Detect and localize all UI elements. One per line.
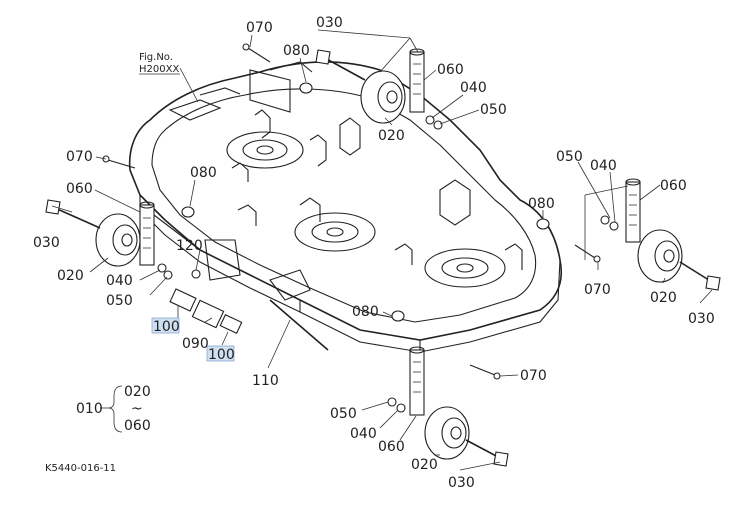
- callout-060-left: 060: [66, 181, 93, 197]
- callout-040-left: 040: [106, 273, 133, 289]
- bushing-100-a: [169, 288, 197, 312]
- bushing-right: [536, 218, 550, 230]
- mower-deck-housing: [128, 61, 562, 353]
- bushing-left: [181, 206, 195, 218]
- callout-020-right: 020: [650, 290, 677, 306]
- assembly-range-tilde: ~: [131, 401, 143, 417]
- callout-100-a: 100: [153, 319, 180, 335]
- nut-120: [191, 269, 201, 279]
- washer-bottom: [396, 403, 406, 413]
- wheel-bottom: [424, 406, 470, 460]
- callout-040-right: 040: [590, 158, 617, 174]
- callout-060-top: 060: [437, 62, 464, 78]
- drawing-code: K5440-016-11: [45, 463, 116, 474]
- callout-090: 090: [182, 336, 209, 352]
- wheel-top: [360, 70, 406, 124]
- callout-050-left: 050: [106, 293, 133, 309]
- callout-030-bot: 030: [448, 475, 475, 491]
- callout-070-left: 070: [66, 149, 93, 165]
- callout-060-right: 060: [660, 178, 687, 194]
- callout-030-top: 030: [316, 15, 343, 31]
- callout-050-bot: 050: [330, 406, 357, 422]
- leader-lines: [51, 29, 713, 471]
- callout-060-bot: 060: [378, 439, 405, 455]
- callout-030-left: 030: [33, 235, 60, 251]
- fig-no-label: Fig.No.: [139, 52, 173, 63]
- pivot-bolt-110: [269, 299, 329, 351]
- small-bolt-top-head: [242, 43, 250, 51]
- tube-left: [139, 201, 155, 266]
- nut-bottom: [387, 397, 397, 407]
- small-bolt-right-head: [593, 255, 601, 263]
- assembly-bracket: [100, 385, 123, 433]
- washer-right: [609, 221, 619, 231]
- washer-top: [433, 120, 443, 130]
- callout-080-top: 080: [283, 43, 310, 59]
- tube-top: [409, 48, 425, 113]
- bushing-top: [299, 82, 313, 94]
- bolt-left: [45, 199, 101, 229]
- callout-020-left: 020: [57, 268, 84, 284]
- highlight-100-a: [151, 317, 180, 334]
- callout-080-left: 080: [190, 165, 217, 181]
- callout-080-right: 080: [528, 196, 555, 212]
- fig-no-value: H200XX: [139, 64, 179, 75]
- callout-050-top: 050: [480, 102, 507, 118]
- assembly-label: 010: [76, 401, 103, 417]
- callout-070-bot: 070: [520, 368, 547, 384]
- callout-120: 120: [176, 238, 203, 254]
- small-bolt-bottom-head: [493, 372, 501, 380]
- assembly-range-start: 020: [124, 384, 151, 400]
- callout-070-right: 070: [584, 282, 611, 298]
- callout-070-top: 070: [246, 20, 273, 36]
- callout-050-right: 050: [556, 149, 583, 165]
- callout-080-mid: 080: [352, 304, 379, 320]
- callout-020-bot: 020: [411, 457, 438, 473]
- callout-020-top: 020: [378, 128, 405, 144]
- callout-030-right: 030: [688, 311, 715, 327]
- bushing-mid: [391, 310, 405, 322]
- callout-040-top: 040: [460, 80, 487, 96]
- small-bolt-bottom: [469, 364, 496, 376]
- callout-100-b: 100: [208, 347, 235, 363]
- nut-right: [600, 215, 610, 225]
- wheel-right: [637, 229, 683, 283]
- bolt-top: [315, 49, 366, 81]
- callout-110: 110: [252, 373, 279, 389]
- small-bolt-top: [247, 47, 271, 63]
- assembly-range-end: 060: [124, 418, 151, 434]
- small-bolt-left: [107, 159, 136, 169]
- tube-bottom: [409, 346, 425, 416]
- bolt-right: [679, 261, 721, 291]
- wheel-left: [95, 213, 141, 267]
- washer-left: [163, 270, 173, 280]
- highlight-100-b: [206, 345, 235, 362]
- callout-040-bot: 040: [350, 426, 377, 442]
- bolt-bottom: [465, 439, 509, 467]
- bushing-100-b: [219, 314, 243, 334]
- tube-right: [625, 178, 641, 243]
- pivot-090: [191, 299, 225, 329]
